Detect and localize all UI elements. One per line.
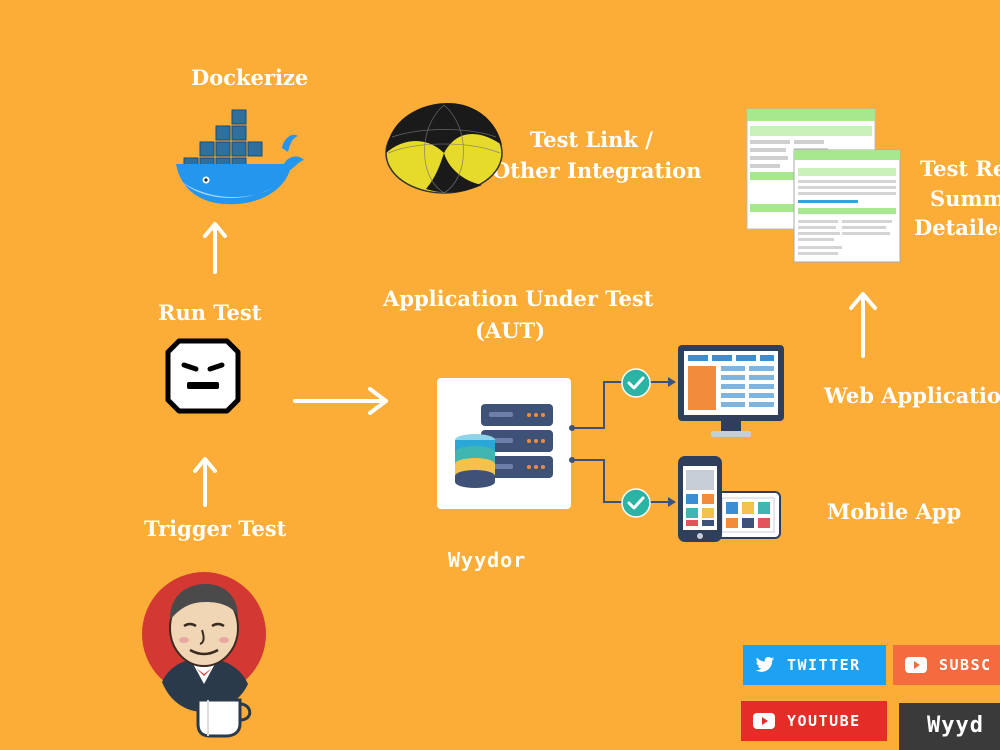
- trigger-test-label: Trigger Test: [144, 514, 286, 544]
- youtube-play-icon: [753, 713, 775, 729]
- corner-brand-badge[interactable]: Wyyd: [899, 703, 1000, 750]
- aut-label-line2: (AUT): [475, 316, 545, 346]
- arrow-up-report: [845, 290, 881, 358]
- report-document-icon: [746, 108, 902, 264]
- report-label-line2: Summ: [930, 184, 1000, 214]
- report-label-line1: Test Re: [920, 154, 1000, 184]
- dockerize-label: Dockerize: [191, 63, 308, 93]
- arrow-up-dockerize: [200, 220, 230, 275]
- twitter-icon: [755, 656, 775, 674]
- robot-icon: [165, 338, 241, 414]
- report-label-line3: Detailed: [914, 213, 1000, 243]
- twitter-button[interactable]: TWITTER: [743, 645, 886, 685]
- jenkins-icon: [140, 572, 270, 744]
- arrow-up-run-test: [190, 455, 220, 507]
- youtube-button[interactable]: YOUTUBE: [741, 701, 887, 741]
- brand-watermark: Wyydor: [448, 548, 526, 572]
- aut-label-line1: Application Under Test: [383, 284, 653, 314]
- youtube-label: YOUTUBE: [787, 712, 861, 730]
- server-database-icon: [437, 378, 571, 509]
- mobile-app-label: Mobile App: [827, 497, 961, 527]
- desktop-monitor-icon: [677, 344, 785, 440]
- testlink-sphere-icon: [378, 97, 506, 197]
- docker-whale-icon: [172, 108, 308, 208]
- web-app-label: Web Application: [824, 381, 1000, 411]
- subscribe-button[interactable]: SUBSC: [893, 645, 1000, 685]
- twitter-label: TWITTER: [787, 656, 861, 674]
- mobile-tablet-icon: [676, 454, 782, 544]
- arrow-right-aut: [292, 383, 392, 419]
- check-icon: [621, 368, 651, 398]
- run-test-label: Run Test: [158, 298, 261, 328]
- testlink-label-line2: Other Integration: [492, 156, 701, 186]
- check-icon: [621, 488, 651, 518]
- aut-server-box: [437, 378, 571, 509]
- subscribe-label: SUBSC: [939, 656, 992, 674]
- youtube-play-icon: [905, 657, 927, 673]
- testlink-label-line1: Test Link /: [530, 125, 653, 155]
